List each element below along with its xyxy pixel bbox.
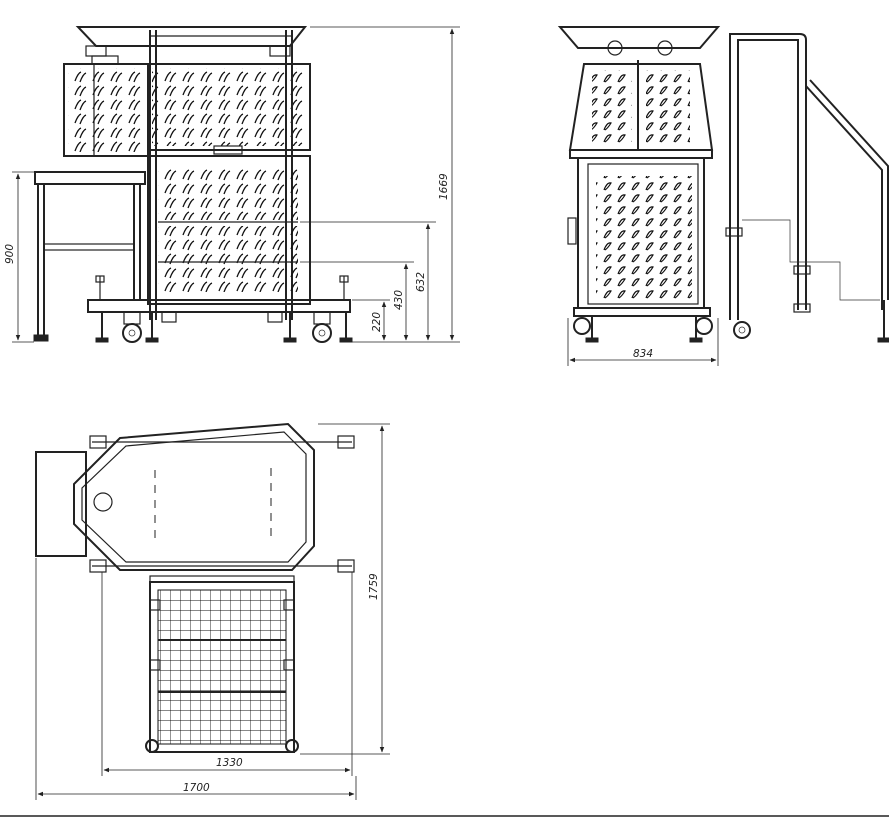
front-side-table (33, 171, 146, 342)
top-view: 1759 1330 1700 (35, 422, 390, 800)
front-view: 900 1669 632 430 220 (4, 26, 460, 343)
dim-632: 632 (415, 272, 427, 292)
front-hopper (75, 26, 308, 57)
side-view: 834 (557, 26, 889, 366)
dim-430: 430 (393, 290, 405, 310)
front-left-panel (63, 55, 149, 157)
front-lower-body (147, 155, 311, 305)
side-lower-body (567, 149, 713, 309)
front-dimensions (12, 26, 460, 343)
top-hopper (73, 422, 315, 571)
dim-top-width-total: 1700 (183, 782, 210, 794)
top-dimensions (35, 423, 390, 800)
dim-top-width-inner: 1330 (216, 757, 243, 769)
side-step-ladder (725, 33, 889, 343)
front-casters (95, 311, 353, 343)
dim-total-height-label: 1669 (438, 173, 450, 200)
top-frame (35, 435, 355, 573)
top-mesh-platform (145, 575, 299, 753)
dim-top-depth: 1759 (368, 573, 380, 600)
side-dimensions (567, 318, 719, 366)
dim-table-height: 900 (4, 244, 16, 264)
side-hopper (557, 26, 721, 56)
dim-220: 220 (371, 312, 383, 332)
front-upper-cabinet (147, 63, 311, 155)
dim-side-width: 834 (633, 348, 653, 360)
side-upper-body (568, 60, 714, 151)
side-base (573, 307, 713, 343)
front-base (87, 275, 351, 313)
